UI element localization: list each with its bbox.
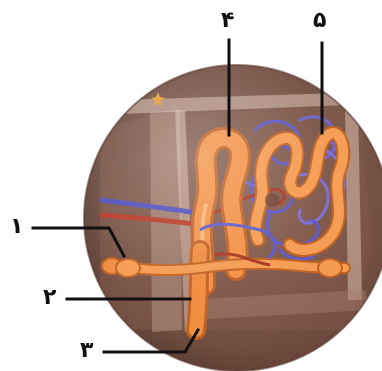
label-4: ۴ <box>221 10 234 32</box>
magnifier-circle <box>80 60 382 371</box>
label-1: ۱ <box>10 216 23 238</box>
label-5: ۵ <box>313 10 326 32</box>
label-3: ۳ <box>80 340 93 362</box>
label-2: ۲ <box>43 287 56 309</box>
